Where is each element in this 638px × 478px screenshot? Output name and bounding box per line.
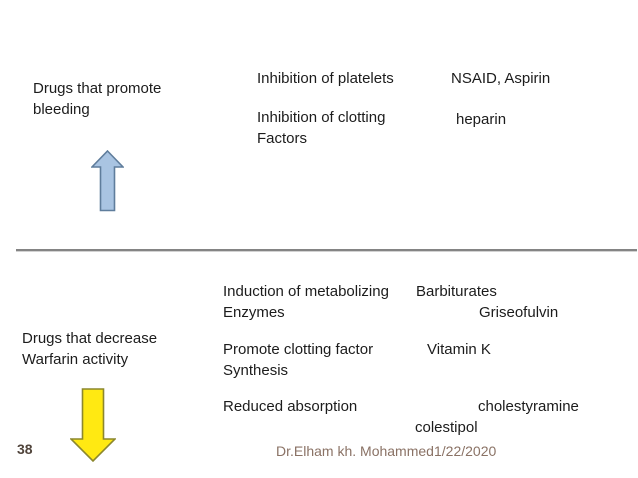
drug-barbiturates: Barbiturates [416,283,497,300]
section-divider-line [16,249,637,251]
drug-vitamin-k: Vitamin K [427,341,491,358]
mechanism-inhibition-platelets: Inhibition of platelets [257,70,394,87]
up-arrow-shape [91,150,124,212]
drug-nsaid-aspirin: NSAID, Aspirin [451,70,551,87]
drug-cholestyramine: cholestyramine [478,398,579,415]
footer-date: 1/22/2020 [434,443,497,459]
promote-bleeding-label: Drugs that promote bleeding [33,80,162,118]
up-arrow-icon [91,150,124,212]
footer-author: Dr.Elham kh. Mohammed [276,443,434,459]
mechanism-promote-clotting-synthesis: Promote clotting factor Synthesis [223,341,374,379]
drug-colestipol: colestipol [415,419,478,436]
down-arrow-icon [70,388,116,462]
page-number: 38 [17,441,33,457]
drug-heparin: heparin [456,111,507,128]
mechanism-reduced-absorption: Reduced absorption [223,398,358,415]
mechanism-induction-enzymes: Induction of metabolizing Enzymes [223,283,389,321]
decrease-warfarin-label: Drugs that decrease Warfarin activity [22,330,158,368]
down-arrow-shape [70,388,116,462]
drug-griseofulvin: Griseofulvin [479,304,559,321]
mechanism-inhibition-clotting-factors: Inhibition of clotting Factors [257,109,386,147]
